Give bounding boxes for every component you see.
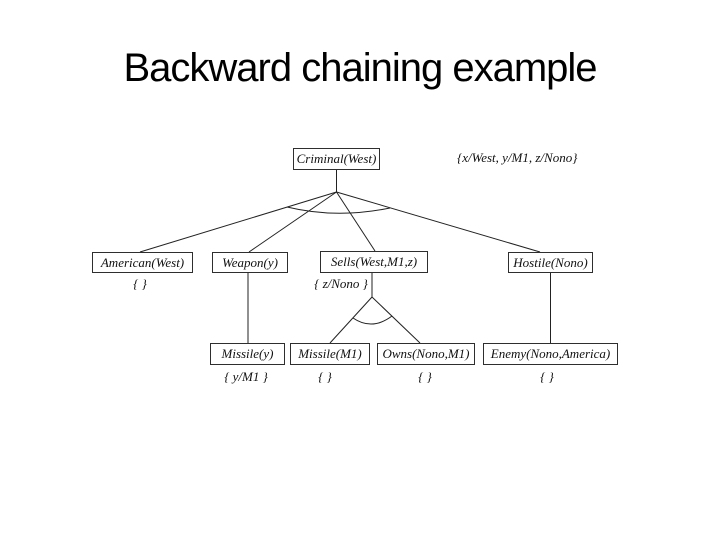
substitution-missile-y: { y/M1 }: [224, 369, 268, 384]
node-missile-y: Missile(y): [210, 343, 285, 365]
node-owns: Owns(Nono,M1): [377, 343, 475, 365]
edge-sells-missile-m1: [329, 296, 373, 344]
edge-sells-owns: [371, 296, 421, 344]
substitution-sells: { z/Nono }: [314, 276, 368, 291]
edge-criminal-hostile: [336, 191, 541, 253]
node-american: American(West): [92, 252, 193, 273]
and-arc-sells: [352, 315, 393, 325]
edge-criminal-sells: [336, 191, 376, 252]
substitution-american: { }: [133, 276, 147, 291]
global-substitution-label: {x/West, y/M1, z/Nono}: [457, 150, 578, 165]
substitution-owns: { }: [418, 369, 432, 384]
node-enemy: Enemy(Nono,America): [483, 343, 618, 365]
edge-criminal-weapon: [248, 191, 337, 253]
node-criminal: Criminal(West): [293, 148, 380, 170]
node-weapon: Weapon(y): [212, 252, 288, 273]
edge-criminal-american: [139, 191, 337, 253]
node-sells: Sells(West,M1,z): [320, 251, 428, 273]
substitution-missile-m1: { }: [318, 369, 332, 384]
and-arc-criminal: [286, 206, 391, 214]
node-missile-m1: Missile(M1): [290, 343, 370, 365]
node-hostile: Hostile(Nono): [508, 252, 593, 273]
substitution-enemy: { }: [540, 369, 554, 384]
slide-title: Backward chaining example: [123, 46, 597, 90]
